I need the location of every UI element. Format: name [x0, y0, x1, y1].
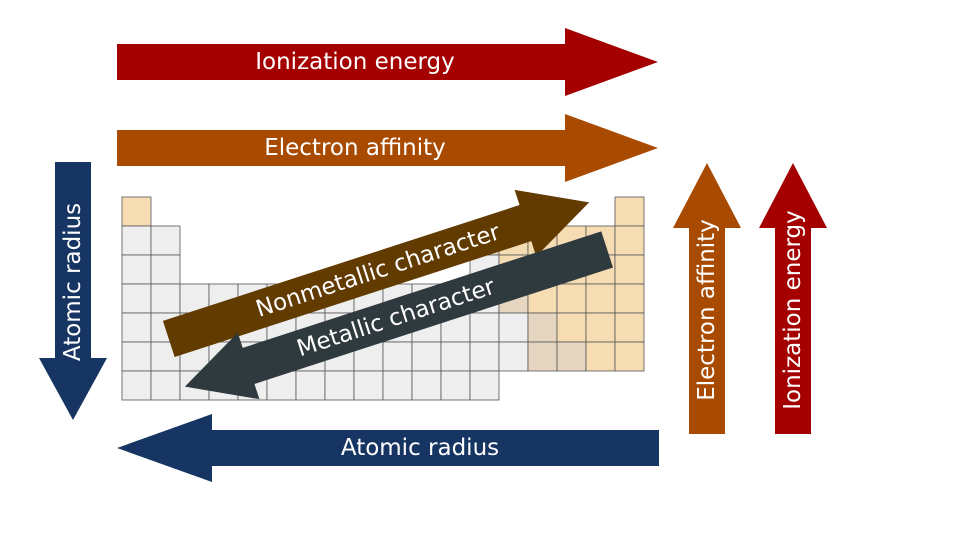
element-cell — [382, 370, 413, 401]
electron-affinity-horizontal-label: Electron affinity — [264, 135, 446, 161]
element-cell — [440, 341, 471, 372]
element-cell — [121, 370, 152, 401]
element-cell — [614, 312, 645, 343]
element-cell — [527, 312, 558, 343]
electron-affinity-vertical-arrow-shape — [673, 163, 741, 434]
element-cell — [150, 254, 181, 285]
element-cell — [585, 312, 616, 343]
element-cell — [353, 370, 384, 401]
metallic-character-arrow-shape — [184, 231, 614, 400]
element-cell — [614, 225, 645, 256]
element-cell — [382, 341, 413, 372]
element-cell — [614, 196, 645, 227]
element-cell — [614, 254, 645, 285]
element-cell — [295, 370, 326, 401]
atomic-radius-horizontal-label: Atomic radius — [341, 435, 499, 461]
element-cell — [585, 341, 616, 372]
element-cell — [498, 312, 529, 343]
ionization-energy-horizontal-arrow: Ionization energy — [117, 28, 658, 96]
atomic-radius-vertical-arrow: Atomic radius — [39, 162, 107, 420]
element-cell — [121, 254, 152, 285]
electron-affinity-horizontal-arrow-shape — [117, 114, 658, 182]
element-cell — [411, 341, 442, 372]
element-cell — [324, 370, 355, 401]
element-cell — [527, 341, 558, 372]
ionization-energy-vertical-label: Ionization energy — [780, 210, 806, 410]
ionization-energy-vertical-arrow: Ionization energy — [759, 163, 827, 434]
element-cell — [469, 341, 500, 372]
element-cell — [150, 225, 181, 256]
electron-affinity-vertical-label: Electron affinity — [694, 219, 720, 401]
electron-affinity-horizontal-arrow: Electron affinity — [117, 114, 658, 182]
element-cell — [498, 341, 529, 372]
ionization-energy-horizontal-arrow-shape — [117, 28, 658, 96]
ionization-energy-vertical-arrow-shape — [759, 163, 827, 434]
element-cell — [556, 341, 587, 372]
element-cell — [121, 341, 152, 372]
element-cell — [585, 283, 616, 314]
periodic-table-grid — [121, 196, 645, 401]
element-cell — [556, 312, 587, 343]
ionization-energy-horizontal-label: Ionization energy — [255, 49, 455, 75]
nonmetallic-character-arrow-shape — [162, 189, 590, 358]
element-cell — [614, 341, 645, 372]
element-cell — [150, 370, 181, 401]
element-cell — [150, 283, 181, 314]
element-cell — [440, 370, 471, 401]
element-cell — [121, 196, 152, 227]
atomic-radius-horizontal-arrow: Atomic radius — [117, 414, 659, 482]
element-cell — [121, 225, 152, 256]
element-cell — [121, 283, 152, 314]
element-cell — [556, 283, 587, 314]
element-cell — [121, 312, 152, 343]
element-cell — [411, 370, 442, 401]
element-cell — [469, 312, 500, 343]
element-cell — [614, 283, 645, 314]
atomic-radius-horizontal-arrow-shape — [117, 414, 659, 482]
atomic-radius-vertical-label: Atomic radius — [60, 203, 86, 361]
atomic-radius-vertical-arrow-shape — [39, 162, 107, 420]
element-cell — [469, 370, 500, 401]
electron-affinity-vertical-arrow: Electron affinity — [673, 163, 741, 434]
